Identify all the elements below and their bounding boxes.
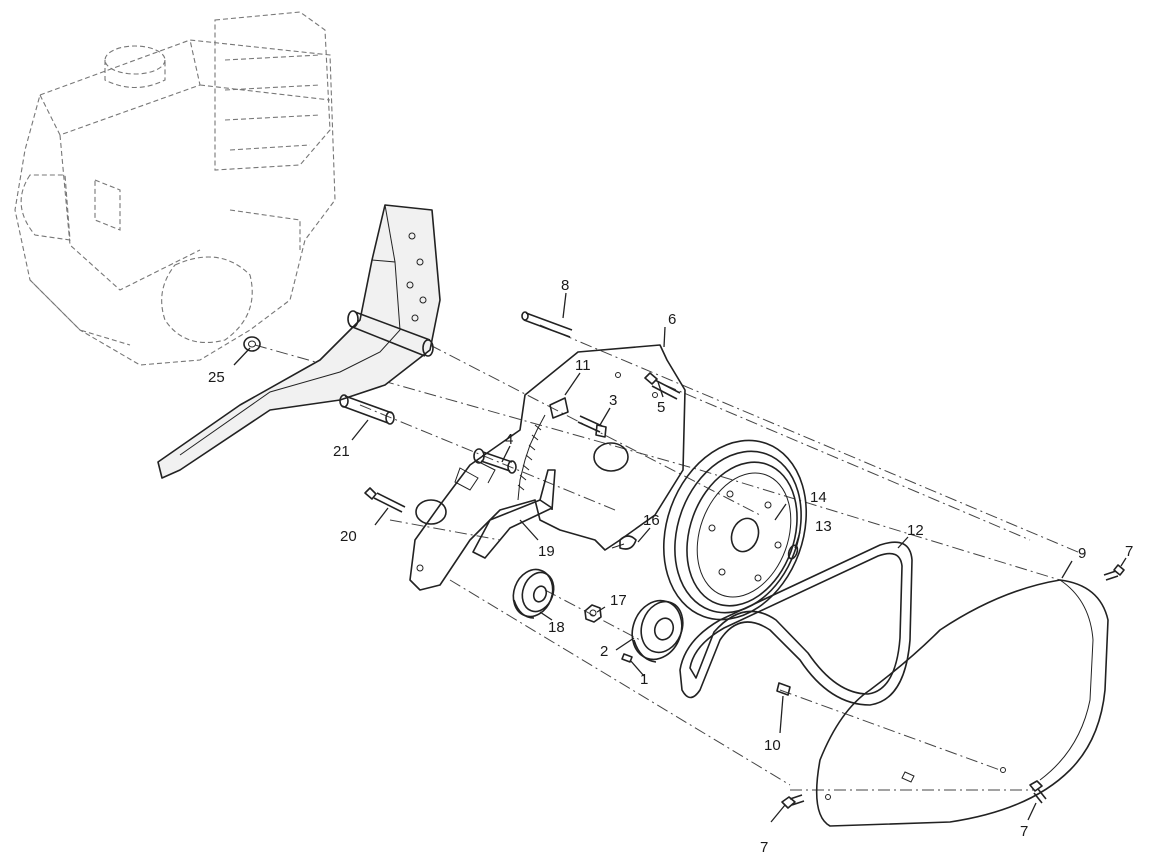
callout-4: 4 bbox=[505, 431, 513, 448]
callout-14: 14 bbox=[810, 489, 827, 506]
part-8-pin bbox=[521, 311, 573, 338]
callout-labels: 1 2 3 4 5 6 7 7 7 8 9 10 11 12 13 14 16 … bbox=[208, 277, 1133, 856]
callout-20: 20 bbox=[340, 528, 357, 545]
callout-7-left: 7 bbox=[760, 839, 768, 856]
callout-11: 11 bbox=[575, 357, 591, 374]
engine-ghost-outline bbox=[14, 11, 336, 366]
part-12-belt bbox=[679, 541, 913, 706]
callout-3: 3 bbox=[609, 392, 617, 409]
callout-7-top: 7 bbox=[1125, 543, 1133, 560]
callout-19: 19 bbox=[538, 543, 555, 560]
callout-7-right: 7 bbox=[1020, 823, 1028, 840]
part-4-bolt bbox=[473, 448, 517, 474]
part-3-bolt bbox=[577, 415, 607, 438]
part-16-clip bbox=[611, 535, 637, 550]
callout-8: 8 bbox=[561, 277, 569, 294]
frame-tow-bar bbox=[157, 204, 441, 479]
part-11-spring-lever bbox=[472, 397, 569, 559]
part-1-key bbox=[621, 653, 633, 663]
callout-25: 25 bbox=[208, 369, 225, 386]
callout-18: 18 bbox=[548, 619, 565, 636]
part-6-bracket-plate bbox=[409, 344, 686, 591]
callout-5: 5 bbox=[657, 399, 665, 416]
part-9-belt-cover bbox=[815, 579, 1109, 827]
part-5-bolt bbox=[644, 372, 681, 400]
callout-6: 6 bbox=[668, 311, 676, 328]
callout-2: 2 bbox=[600, 643, 608, 660]
part-17-nut bbox=[584, 604, 602, 623]
part-7-screw-right bbox=[1029, 780, 1047, 804]
callout-9: 9 bbox=[1078, 545, 1086, 562]
leader-lines bbox=[233, 292, 1127, 823]
callout-17: 17 bbox=[610, 592, 627, 609]
callout-10: 10 bbox=[764, 737, 781, 754]
part-10-clip bbox=[776, 682, 791, 696]
callout-21: 21 bbox=[333, 443, 350, 460]
part-18-idler-pulley bbox=[512, 568, 555, 619]
part-25-nut bbox=[243, 336, 261, 352]
callout-16: 16 bbox=[643, 512, 660, 529]
part-14-large-pulley bbox=[662, 439, 808, 621]
callout-1: 1 bbox=[640, 671, 648, 688]
part-7-screw-top bbox=[1103, 564, 1125, 581]
callout-13: 13 bbox=[815, 518, 832, 535]
part-20-bolt bbox=[364, 487, 406, 513]
part-2-small-pulley bbox=[631, 599, 684, 663]
part-21-spacer bbox=[339, 394, 395, 425]
part-7-screw-left bbox=[781, 794, 805, 809]
callout-12: 12 bbox=[907, 522, 924, 539]
